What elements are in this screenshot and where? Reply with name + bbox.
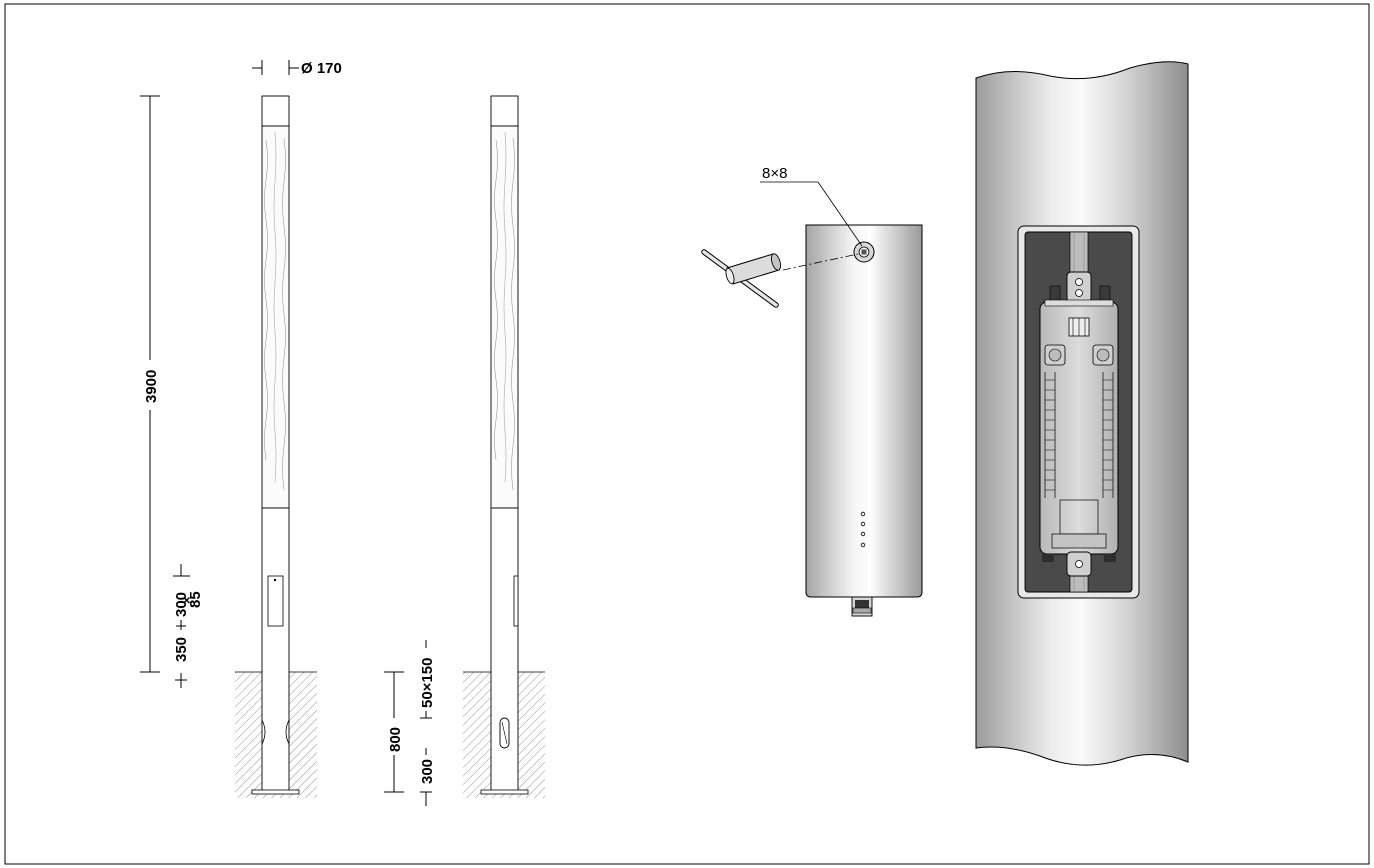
- door-plate: [805, 224, 923, 598]
- door-size-top: 300: [173, 592, 190, 617]
- door-panel-detail: 8×8: [701, 165, 923, 617]
- wood-cladding: [261, 125, 290, 509]
- key-size-label: 8×8: [762, 165, 787, 182]
- open-pole-detail: [975, 61, 1189, 766]
- height-label: 3900: [143, 370, 160, 403]
- height-dimension: 3900: [140, 95, 160, 673]
- pole-side: [480, 95, 529, 795]
- key-callout: 8×8: [760, 165, 863, 271]
- cable-slot-label: 50×150: [419, 658, 436, 708]
- side-view: 800 50×150 300: [384, 95, 545, 806]
- front-view: Ø 170 3900 300 × 85 350: [140, 60, 342, 798]
- diameter-label: Ø 170: [301, 60, 342, 77]
- door-size-bottom: 85: [187, 591, 204, 608]
- door-dimension: 300 × 85 350: [173, 564, 204, 688]
- t-key-tool: [701, 249, 782, 308]
- diameter-dimension: Ø 170: [252, 60, 342, 77]
- sheet-border: [4, 3, 1370, 865]
- door-latch: [851, 596, 873, 617]
- burial-depth-label: 800: [387, 727, 404, 752]
- gear-box: [1039, 285, 1119, 555]
- door-size-x: ×: [179, 596, 194, 604]
- slot-dimension: 50×150 300: [419, 640, 436, 806]
- slot-offset-label: 300: [419, 759, 436, 784]
- door-offset-label: 350: [173, 637, 190, 662]
- pole-front: [251, 95, 300, 795]
- service-door: [267, 575, 284, 627]
- burial-dimension: 800: [384, 671, 404, 793]
